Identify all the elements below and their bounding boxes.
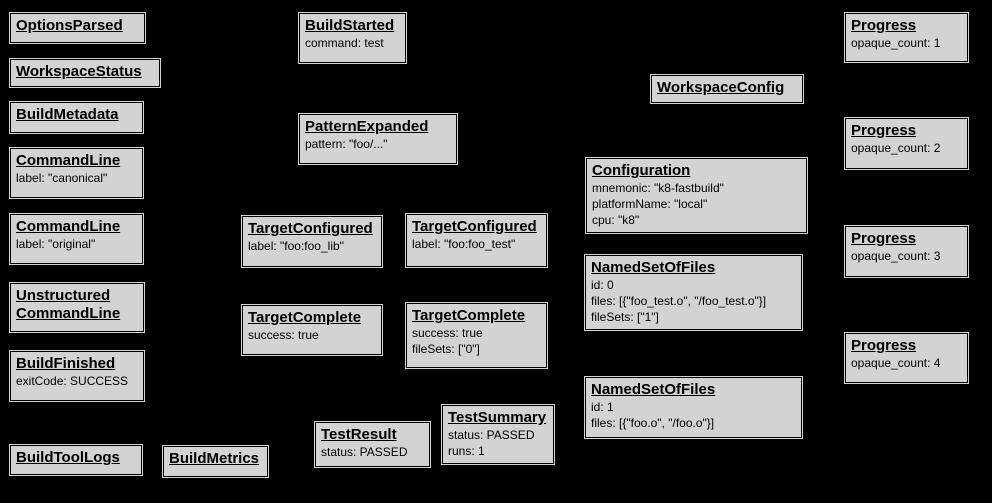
- node-property: id: 1: [591, 400, 614, 414]
- node-build-started: BuildStarted command: test: [299, 13, 406, 63]
- node-property: cpu: "k8": [592, 213, 640, 227]
- node-property: label: "foo:foo_lib": [248, 239, 344, 253]
- node-property: opaque_count: 1: [851, 36, 941, 50]
- node-property: files: [{"foo.o", "/foo.o"}]: [591, 416, 715, 430]
- node-target-complete-lib: TargetComplete success: true: [242, 305, 382, 355]
- node-build-metrics: BuildMetrics: [163, 446, 268, 477]
- node-title: Progress: [851, 17, 917, 34]
- node-property: exitCode: SUCCESS: [16, 374, 129, 388]
- node-title: NamedSetOfFiles: [591, 381, 716, 398]
- node-build-tool-logs: BuildToolLogs: [10, 445, 142, 475]
- node-title: TargetConfigured: [248, 220, 373, 237]
- node-title: TargetComplete: [248, 309, 362, 326]
- node-build-metadata: BuildMetadata: [10, 102, 143, 133]
- node-title: BuildMetadata: [16, 106, 119, 123]
- node-title: Progress: [851, 122, 917, 139]
- node-property: command: test: [305, 36, 384, 50]
- node-title: Progress: [851, 230, 917, 247]
- node-title: CommandLine: [16, 152, 121, 169]
- node-build-finished: BuildFinished exitCode: SUCCESS: [10, 351, 144, 401]
- node-title: NamedSetOfFiles: [591, 259, 716, 276]
- node-property: label: "canonical": [16, 171, 108, 185]
- node-property: status: PASSED: [321, 445, 408, 459]
- node-title: OptionsParsed: [16, 17, 123, 34]
- node-progress-4: Progress opaque_count: 4: [845, 333, 968, 383]
- node-progress-2: Progress opaque_count: 2: [845, 118, 968, 169]
- node-property: platformName: "local": [592, 197, 708, 211]
- node-title: BuildToolLogs: [16, 449, 120, 466]
- node-title: BuildStarted: [305, 17, 395, 34]
- node-title: WorkspaceConfig: [657, 79, 785, 96]
- node-title: TestResult: [321, 426, 397, 443]
- node-workspace-status: WorkspaceStatus: [10, 59, 160, 87]
- node-property: label: "foo:foo_test": [412, 237, 516, 251]
- node-command-line-original: CommandLine label: "original": [10, 214, 143, 264]
- node-target-configured-foo-test: TargetConfigured label: "foo:foo_test": [406, 214, 547, 267]
- node-title: BuildFinished: [16, 355, 116, 372]
- node-property: status: PASSED: [448, 428, 535, 442]
- node-property: files: [{"foo_test.o", "/foo_test.o"}]: [591, 294, 767, 308]
- node-title: Progress: [851, 337, 917, 354]
- node-property: pattern: "foo/...": [305, 137, 388, 151]
- node-named-set-of-files-1: NamedSetOfFiles id: 1 files: [{"foo.o", …: [585, 377, 802, 438]
- node-title: TargetConfigured: [412, 218, 537, 235]
- node-title: BuildMetrics: [169, 450, 260, 467]
- node-unstructured-command-line: Unstructured CommandLine: [10, 283, 144, 332]
- node-property: success: true: [248, 328, 319, 342]
- node-workspace-config: WorkspaceConfig: [651, 75, 803, 103]
- node-title: Unstructured CommandLine: [16, 287, 121, 322]
- node-property: runs: 1: [448, 444, 485, 458]
- node-property: fileSets: ["0"]: [412, 342, 480, 356]
- node-title: TargetComplete: [412, 307, 526, 324]
- node-named-set-of-files-0: NamedSetOfFiles id: 0 files: [{"foo_test…: [585, 255, 802, 330]
- node-property: label: "original": [16, 237, 96, 251]
- node-property: opaque_count: 4: [851, 356, 941, 370]
- node-progress-1: Progress opaque_count: 1: [845, 13, 968, 62]
- node-pattern-expanded: PatternExpanded pattern: "foo/...": [299, 114, 457, 164]
- node-property: success: true: [412, 326, 483, 340]
- node-test-result: TestResult status: PASSED: [315, 422, 430, 467]
- node-configuration: Configuration mnemonic: "k8-fastbuild" p…: [586, 158, 807, 233]
- node-test-summary: TestSummary status: PASSED runs: 1: [442, 405, 554, 464]
- node-title: CommandLine: [16, 218, 121, 235]
- node-title: WorkspaceStatus: [16, 63, 142, 80]
- node-title: Configuration: [592, 162, 691, 179]
- node-property: opaque_count: 3: [851, 249, 941, 263]
- node-property: mnemonic: "k8-fastbuild": [592, 181, 724, 195]
- node-target-configured-foo-lib: TargetConfigured label: "foo:foo_lib": [242, 216, 382, 267]
- node-command-line-canonical: CommandLine label: "canonical": [10, 148, 143, 198]
- node-options-parsed: OptionsParsed: [10, 13, 145, 43]
- node-progress-3: Progress opaque_count: 3: [845, 226, 968, 277]
- node-property: opaque_count: 2: [851, 141, 941, 155]
- node-property: id: 0: [591, 278, 614, 292]
- node-title: PatternExpanded: [305, 118, 429, 135]
- node-property: fileSets: ["1"]: [591, 310, 659, 324]
- node-title: TestSummary: [448, 409, 547, 426]
- node-target-complete-test: TargetComplete success: true fileSets: […: [406, 303, 547, 368]
